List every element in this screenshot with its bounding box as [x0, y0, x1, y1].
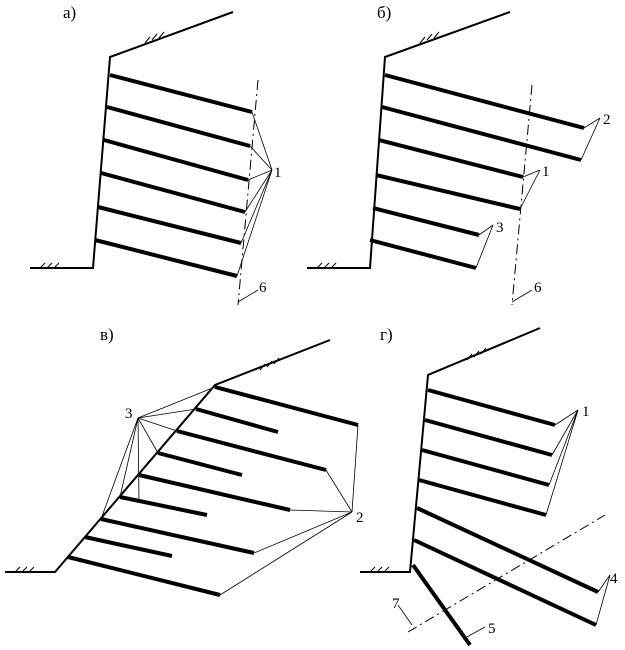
dashed-slip-line — [511, 84, 533, 306]
ground-hatching — [39, 31, 165, 269]
leader-lines — [475, 117, 601, 303]
slope-profile — [360, 327, 541, 573]
label-1: 1 — [542, 164, 550, 180]
dashed-slip-line — [407, 514, 606, 633]
panel-v-title: в) — [100, 325, 114, 344]
panel-b-title: б) — [377, 3, 391, 22]
leader-lines — [100, 386, 359, 596]
label-1: 1 — [274, 165, 282, 181]
panel-v — [5, 339, 359, 597]
label-3: 3 — [496, 220, 504, 236]
panel-a-title: а) — [63, 3, 76, 22]
ground-hatching — [316, 31, 440, 269]
panel-a — [30, 11, 273, 306]
anchors — [369, 73, 585, 270]
label-5: 5 — [488, 621, 496, 637]
panel-b — [307, 11, 601, 306]
leader-lines — [397, 409, 611, 639]
ground-hatching — [14, 357, 280, 573]
panel-g-title: г) — [380, 325, 393, 344]
slope-profile — [30, 11, 234, 269]
panel-g — [360, 327, 611, 647]
label-1: 1 — [582, 404, 590, 420]
slope-profile — [5, 339, 331, 573]
label-2: 2 — [603, 112, 611, 128]
label-4: 4 — [610, 571, 618, 587]
anchors — [67, 385, 359, 597]
label-6: 6 — [534, 280, 542, 296]
label-2: 2 — [356, 510, 364, 526]
leader-lines — [236, 111, 273, 303]
label-6: 6 — [259, 280, 267, 296]
dashed-slip-line — [237, 79, 259, 306]
ground-hatching — [369, 347, 487, 573]
label-7: 7 — [392, 596, 400, 612]
anchors — [94, 73, 253, 278]
slope-profile — [307, 11, 511, 269]
label-3: 3 — [125, 406, 133, 422]
anchors — [411, 388, 599, 647]
